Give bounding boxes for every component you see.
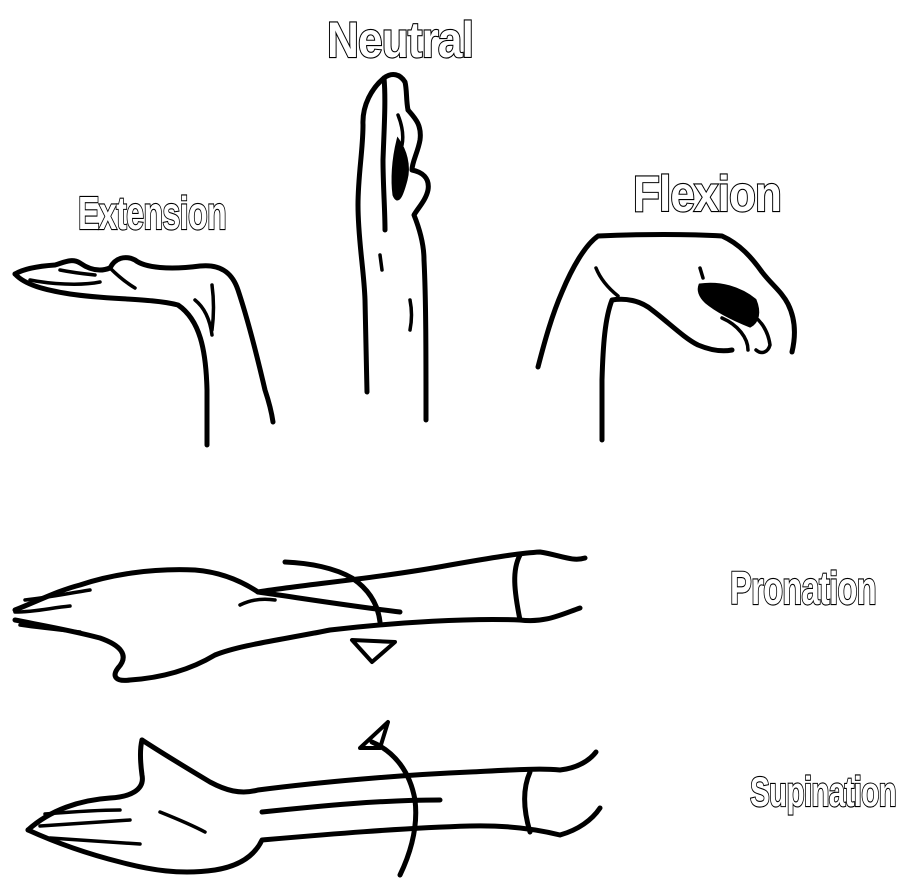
extension-hand-illustration: [15, 258, 273, 445]
pronation-arrow-icon: [352, 640, 395, 662]
flexion-hand-illustration: [538, 235, 794, 441]
label-extension: Extension: [78, 187, 226, 239]
label-flexion: Flexion: [633, 166, 781, 222]
supination-forearm-illustration: [28, 722, 600, 875]
label-supination: Supination: [750, 768, 896, 815]
pronation-forearm-illustration: [15, 552, 585, 680]
label-pronation: Pronation: [730, 562, 876, 614]
label-neutral: Neutral: [327, 12, 473, 68]
neutral-hand-illustration: [358, 75, 428, 420]
